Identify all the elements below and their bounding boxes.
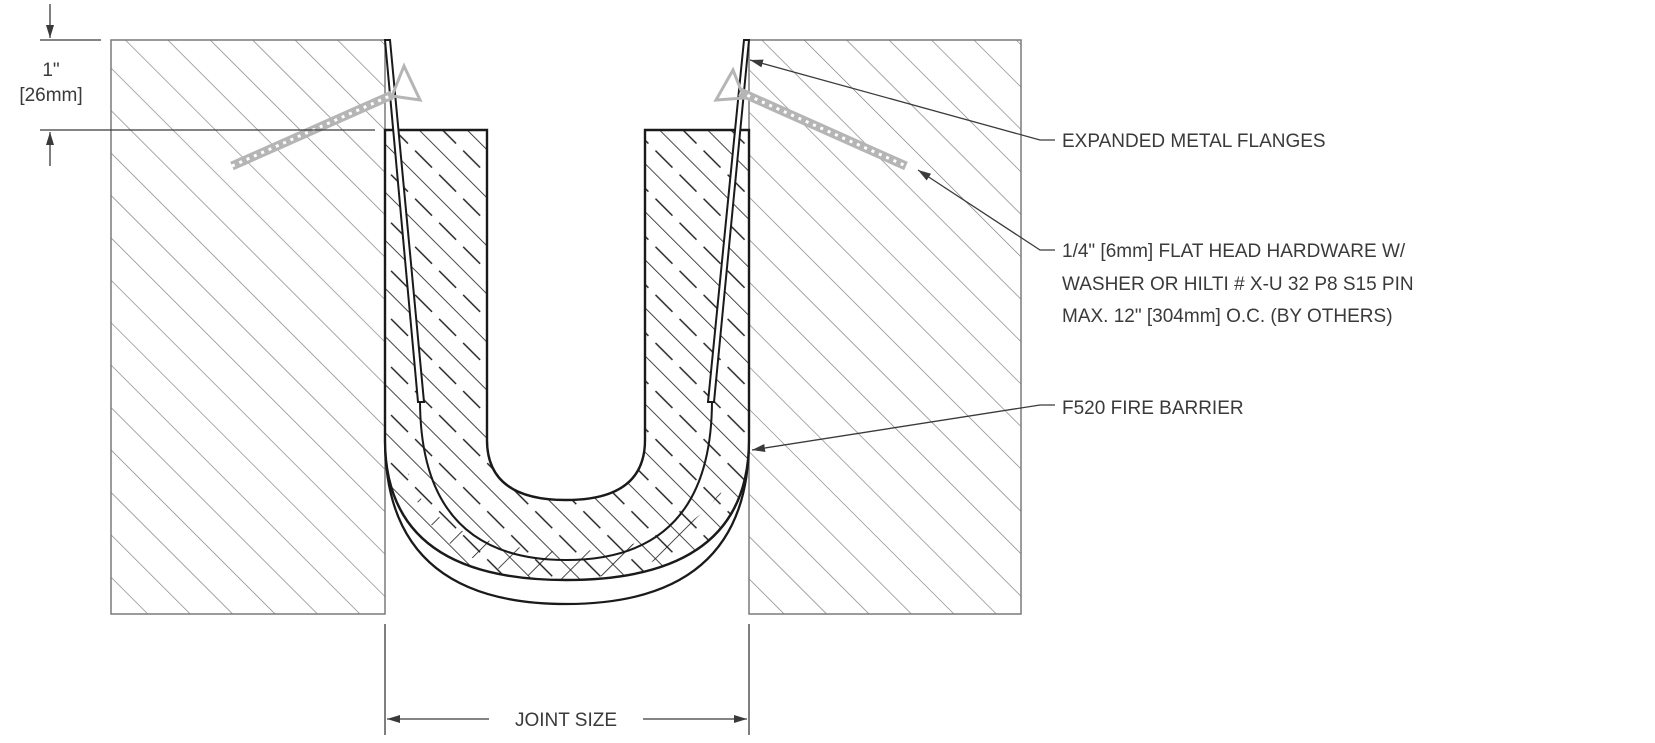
left-substrate-wall (110, 39, 386, 615)
callout-fire-barrier-text: F520 FIRE BARRIER (1062, 398, 1244, 419)
callout-flanges-text: EXPANDED METAL FLANGES (1062, 131, 1326, 152)
callout-expanded-metal-flanges: EXPANDED METAL FLANGES (749, 59, 1326, 152)
callout-fire-barrier: F520 FIRE BARRIER (751, 398, 1244, 452)
callout-hardware-line3: MAX. 12" [304mm] O.C. (BY OTHERS) (1062, 306, 1393, 327)
right-substrate-wall (748, 39, 1022, 615)
joint-size-dimension: JOINT SIZE (384, 624, 750, 735)
top-dimension: 1" [26mm] (19, 4, 375, 166)
fire-barrier-u (383, 128, 751, 582)
callout-hardware-line1: 1/4" [6mm] FLAT HEAD HARDWARE W/ (1062, 241, 1406, 262)
right-fastener (713, 66, 908, 171)
top-dimension-inches: 1" (42, 60, 59, 81)
joint-size-label: JOINT SIZE (515, 710, 617, 731)
top-dimension-mm: [26mm] (19, 85, 82, 106)
callout-hardware: 1/4" [6mm] FLAT HEAD HARDWARE W/ WASHER … (917, 169, 1414, 327)
left-metal-flange (383, 39, 426, 403)
right-metal-flange (706, 39, 751, 403)
callout-hardware-line2: WASHER OR HILTI # X-U 32 P8 S15 PIN (1062, 274, 1414, 295)
